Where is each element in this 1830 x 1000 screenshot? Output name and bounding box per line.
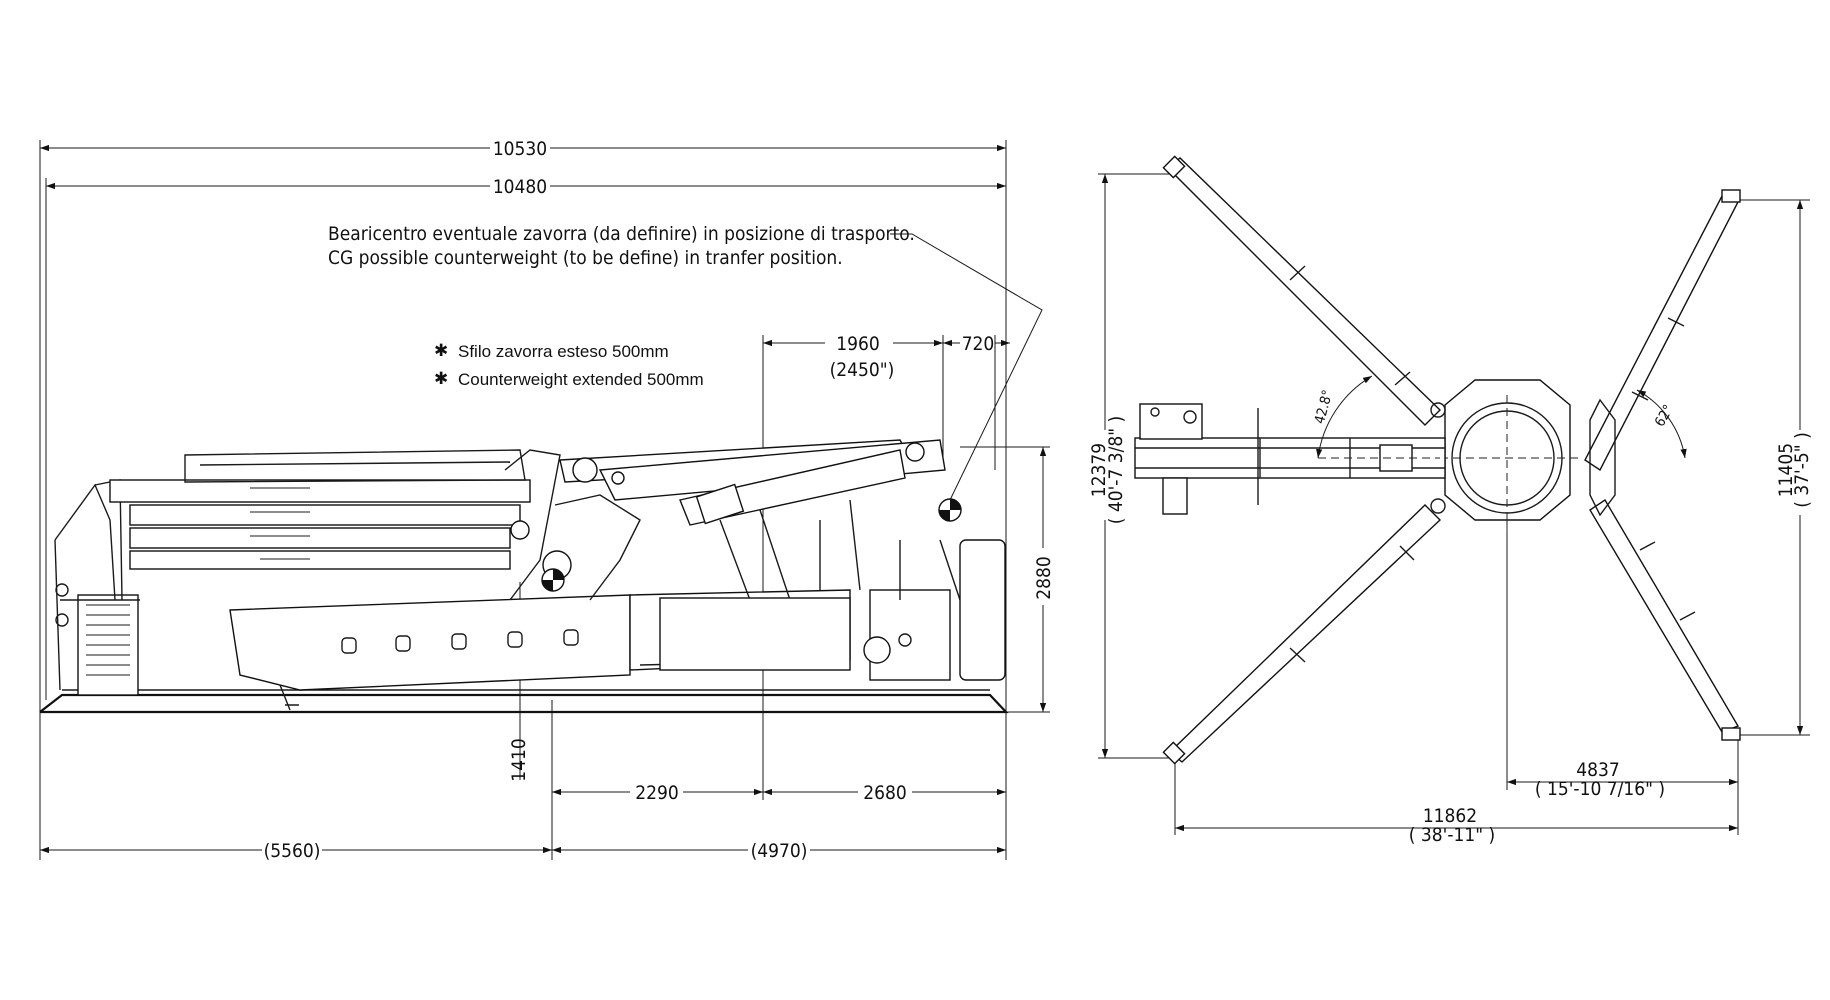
dim-2680: 2680 xyxy=(763,782,1006,804)
dim-4970-label: (4970) xyxy=(751,840,808,862)
dim-12379-label: 12379 xyxy=(1088,443,1110,497)
dim-2880-label: 2880 xyxy=(1033,556,1055,600)
angle-42-8-label: 42.8° xyxy=(1312,388,1336,425)
dim-10530-label: 10530 xyxy=(493,138,547,160)
dim-12379-imperial: ( 40'-7 3/8" ) xyxy=(1105,416,1127,524)
angle-right: 62° xyxy=(1636,389,1687,459)
side-view: 10530 10480 Bearicentro eventuale zavorr… xyxy=(39,138,1055,862)
dim-5560: (5560) xyxy=(40,840,552,862)
outrigger-legs xyxy=(1162,155,1741,765)
boom-top xyxy=(1134,403,1446,515)
legend-asterisk-2: ✱ xyxy=(434,369,448,388)
engine-grille xyxy=(86,604,130,676)
cg-note-english: CG possible counterweight (to be define)… xyxy=(328,247,843,269)
boom-stack xyxy=(109,449,531,570)
legend-english: Counterweight extended 500mm xyxy=(458,370,704,389)
dim-720: 720 xyxy=(943,333,1010,355)
dim-11862: 11862 ( 38'-11" ) xyxy=(1175,805,1738,846)
dim-5560-label: (5560) xyxy=(264,840,321,862)
dim-11862-label: 11862 xyxy=(1423,805,1477,827)
chassis-holes xyxy=(341,629,579,654)
dim-total-length: 10530 xyxy=(40,138,1006,160)
dim-2290: 2290 xyxy=(552,782,763,804)
dim-1960: 1960 (2450") xyxy=(763,333,943,381)
dim-body-length: 10480 xyxy=(46,176,1006,198)
dim-2290-label: 2290 xyxy=(635,782,679,804)
cg-leader-line xyxy=(890,233,1043,501)
dim-1960-label: 1960 xyxy=(836,333,880,355)
legend-italian: Sfilo zavorra esteso 500mm xyxy=(458,342,669,361)
dim-4837: 4837 ( 15'-10 7/16" ) xyxy=(1507,759,1738,800)
dim-11862-imperial: ( 38'-11" ) xyxy=(1409,824,1495,846)
cg-marker-chassis xyxy=(541,568,565,592)
dim-height-2880: 2880 xyxy=(1033,447,1055,712)
dim-11405-imperial: ( 37'-5" ) xyxy=(1791,432,1813,508)
dim-1410-label: 1410 xyxy=(508,738,530,782)
cg-note-italian: Bearicentro eventuale zavorra (da defini… xyxy=(328,223,915,245)
dim-11405-label: 11405 xyxy=(1775,443,1797,497)
cg-marker-boom xyxy=(938,498,962,522)
dim-2450-label: (2450") xyxy=(830,359,895,381)
dim-12379: 12379 ( 40'-7 3/8" ) xyxy=(1088,174,1127,758)
slewing-ring xyxy=(1430,379,1580,540)
dim-1410: 1410 xyxy=(508,712,530,782)
dim-2680-label: 2680 xyxy=(863,782,907,804)
dim-4837-label: 4837 xyxy=(1576,759,1620,781)
dim-4970: (4970) xyxy=(552,840,1006,862)
dim-4837-imperial: ( 15'-10 7/16" ) xyxy=(1535,778,1665,800)
dim-11405: 11405 ( 37'-5" ) xyxy=(1775,200,1813,735)
legend-asterisk-1: ✱ xyxy=(434,341,448,360)
crane-side-silhouette xyxy=(39,439,1009,714)
dim-720-label: 720 xyxy=(962,333,995,355)
dim-10480-label: 10480 xyxy=(493,176,547,198)
top-view: 12379 ( 40'-7 3/8" ) 11405 ( 37'-5" ) 48… xyxy=(1088,155,1813,846)
main-boom xyxy=(559,439,946,526)
